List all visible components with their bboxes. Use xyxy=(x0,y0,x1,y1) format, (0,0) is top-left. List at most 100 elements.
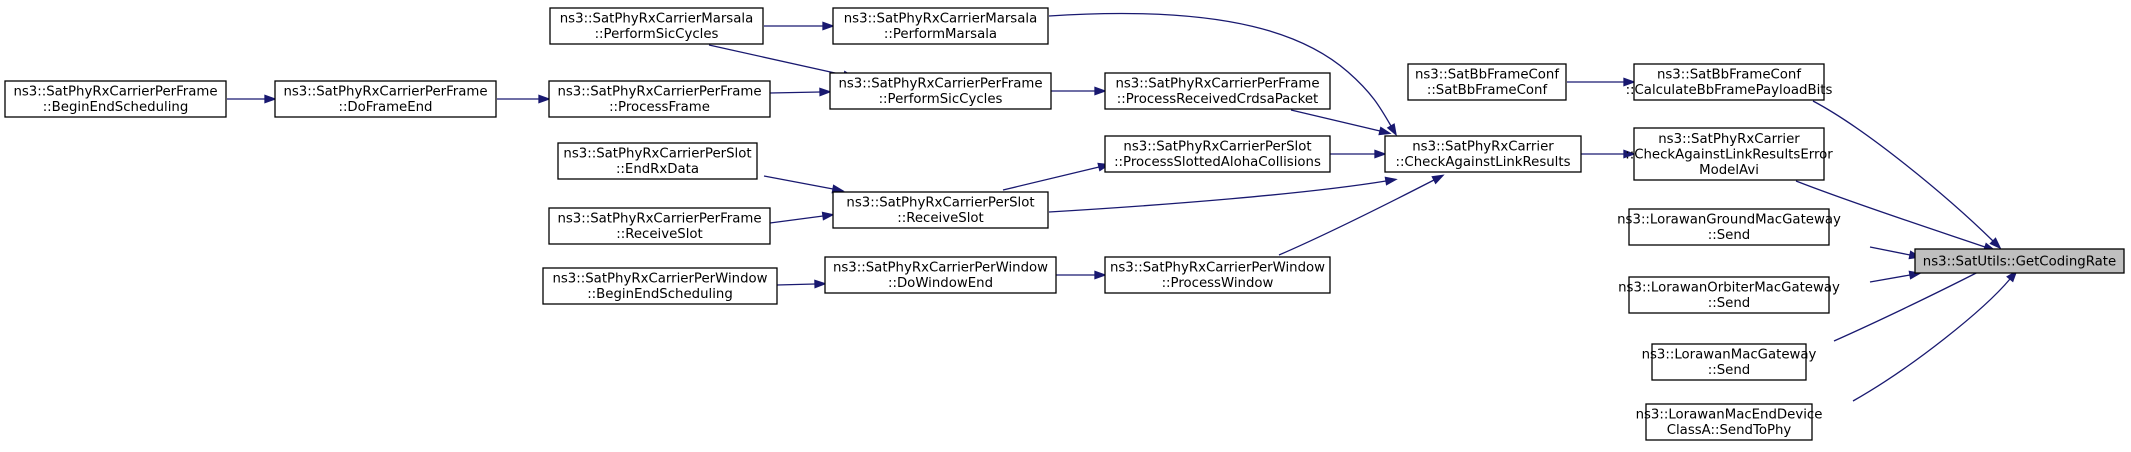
nodes-layer: ns3::SatUtils::GetCodingRate ns3::SatBbFr… xyxy=(4,7,2125,441)
edge-bbfc_calc-to-root xyxy=(1812,100,2002,250)
edge-frame_receive-to-slot_receive xyxy=(769,211,835,224)
edge-arrowhead xyxy=(538,94,551,104)
node-label-line: ns3::SatPhyRxCarrierPerWindow xyxy=(552,272,767,287)
node-label-line: ns3::SatPhyRxCarrierPerFrame xyxy=(1115,77,1319,92)
node-frame-begin[interactable]: ns3::SatPhyRxCarrierPerFrame::BeginEndSc… xyxy=(4,80,227,118)
node-marsala-sic[interactable]: ns3::SatPhyRxCarrierMarsala::PerformSicC… xyxy=(549,7,764,45)
node-window-doend[interactable]: ns3::SatPhyRxCarrierPerWindow::DoWindowE… xyxy=(824,256,1057,294)
node-box xyxy=(1633,127,1825,181)
node-window-begin[interactable]: ns3::SatPhyRxCarrierPerWindow::BeginEndS… xyxy=(542,267,778,305)
node-bbfc-ctor[interactable]: ns3::SatBbFrameConf::SatBbFrameConf xyxy=(1407,63,1567,101)
node-box xyxy=(1651,343,1807,381)
edge-arrowhead xyxy=(1623,149,1636,159)
node-label-line: ::ProcessSlottedAlohaCollisions xyxy=(1114,155,1321,170)
edge-carrier_check-to-carrier_check_avi xyxy=(1581,149,1636,159)
node-label-line: ::ProcessWindow xyxy=(1162,276,1274,291)
edge-arrowhead xyxy=(264,94,277,104)
edge-arrowhead xyxy=(1384,176,1398,186)
node-label-line: ns3::SatPhyRxCarrierPerFrame xyxy=(13,85,217,100)
node-label-line: ns3::SatPhyRxCarrierPerFrame xyxy=(283,85,487,100)
node-label-line: ns3::SatPhyRxCarrierPerFrame xyxy=(557,85,761,100)
edge-lora_orbiter_send-to-root xyxy=(1869,270,1922,283)
node-label-line: ns3::LorawanMacGateway xyxy=(1642,348,1817,363)
node-label-line: ns3::LorawanGroundMacGateway xyxy=(1617,213,1841,228)
node-label-line: ns3::SatPhyRxCarrierPerWindow xyxy=(1110,261,1325,276)
node-label-line: ::ProcessReceivedCrdsaPacket xyxy=(1117,92,1318,107)
node-label-line: ::CheckAgainstLinkResultsError xyxy=(1625,147,1833,162)
node-box xyxy=(4,80,227,118)
node-lora-orbiter-send[interactable]: ns3::LorawanOrbiterMacGateway::Send xyxy=(1618,276,1840,314)
edge-line xyxy=(1278,179,1435,256)
edge-bbfc_ctor-to-bbfc_calc xyxy=(1567,77,1636,87)
node-label-line: ns3::SatBbFrameConf xyxy=(1657,68,1801,83)
edge-arrowhead xyxy=(1094,270,1107,280)
node-label-line: ::ReceiveSlot xyxy=(897,211,984,226)
edge-line xyxy=(1048,180,1387,213)
edge-line xyxy=(1048,12,1392,127)
node-frame-sic[interactable]: ns3::SatPhyRxCarrierPerFrame::PerformSic… xyxy=(829,72,1052,110)
edge-arrowhead xyxy=(1431,174,1445,185)
node-window-process[interactable]: ns3::SatPhyRxCarrierPerWindow::ProcessWi… xyxy=(1104,256,1331,294)
node-label-line: ns3::SatPhyRxCarrierPerSlot xyxy=(846,196,1034,211)
node-frame-doend[interactable]: ns3::SatPhyRxCarrierPerFrame::DoFrameEnd xyxy=(274,80,497,118)
edge-window_process-to-carrier_check xyxy=(1278,174,1445,256)
node-label-line: ::Send xyxy=(1708,228,1750,243)
edge-line xyxy=(1869,274,1911,283)
edge-arrowhead xyxy=(1623,77,1636,87)
edge-window_doend-to-window_process xyxy=(1056,270,1107,280)
node-label-line: ns3::LorawanMacEndDevice xyxy=(1636,408,1823,423)
node-frame-process[interactable]: ns3::SatPhyRxCarrierPerFrame::ProcessFra… xyxy=(548,80,771,118)
node-box xyxy=(829,72,1052,110)
node-label-line: ns3::SatBbFrameConf xyxy=(1415,68,1559,83)
node-carrier-check[interactable]: ns3::SatPhyRxCarrier::CheckAgainstLinkRe… xyxy=(1384,135,1582,173)
node-label-line: ns3::SatPhyRxCarrierPerFrame xyxy=(557,212,761,227)
node-lora-enddev[interactable]: ns3::LorawanMacEndDeviceClassA::SendToPh… xyxy=(1636,403,1823,441)
node-marsala-perform[interactable]: ns3::SatPhyRxCarrierMarsala::PerformMars… xyxy=(832,7,1049,45)
node-root[interactable]: ns3::SatUtils::GetCodingRate xyxy=(1914,248,2125,274)
node-label-line: ns3::SatPhyRxCarrier xyxy=(1658,132,1800,147)
edge-frame_doend-to-frame_process xyxy=(497,94,551,104)
edge-line xyxy=(769,215,824,224)
node-label-line: ns3::SatPhyRxCarrierMarsala xyxy=(844,12,1037,27)
node-label-line: ns3::SatPhyRxCarrierMarsala xyxy=(560,12,753,27)
node-frame-receive[interactable]: ns3::SatPhyRxCarrierPerFrame::ReceiveSlo… xyxy=(548,207,771,245)
edge-line xyxy=(776,283,816,286)
edge-arrowhead xyxy=(819,87,832,97)
node-box xyxy=(548,80,771,118)
node-label-line: ns3::LorawanOrbiterMacGateway xyxy=(1618,281,1840,296)
node-label-line: ::Send xyxy=(1708,296,1750,311)
edge-frame_crdsa-to-carrier_check xyxy=(1290,109,1392,136)
node-slot-aloha[interactable]: ns3::SatPhyRxCarrierPerSlot::ProcessSlot… xyxy=(1104,135,1331,173)
edge-window_begin-to-window_doend xyxy=(776,279,827,289)
node-box xyxy=(1104,256,1331,294)
node-label-line: ns3::SatPhyRxCarrierPerSlot xyxy=(1123,140,1311,155)
edge-arrowhead xyxy=(1374,149,1387,159)
edge-arrowhead xyxy=(821,211,835,221)
node-box xyxy=(1104,135,1331,173)
node-box xyxy=(1104,72,1331,110)
node-label-line: ns3::SatPhyRxCarrier xyxy=(1412,140,1554,155)
edge-line xyxy=(1852,278,2011,402)
edge-arrowhead xyxy=(1386,123,1397,137)
edge-marsala_perform-to-carrier_check xyxy=(1048,12,1397,137)
edge-frame_process-to-frame_sic xyxy=(769,87,832,97)
node-box xyxy=(832,7,1049,45)
node-box xyxy=(1628,276,1830,314)
edge-line xyxy=(769,91,821,94)
node-carrier-check-avi[interactable]: ns3::SatPhyRxCarrier::CheckAgainstLinkRe… xyxy=(1625,127,1833,181)
edge-arrowhead xyxy=(1989,237,2002,250)
node-box xyxy=(1407,63,1567,101)
node-slot-endrx[interactable]: ns3::SatPhyRxCarrierPerSlot::EndRxData xyxy=(557,142,758,180)
node-bbfc-calc[interactable]: ns3::SatBbFrameConf::CalculateBbFramePay… xyxy=(1626,63,1833,101)
node-box xyxy=(1633,63,1825,101)
node-label-line: ModelAvi xyxy=(1699,163,1759,178)
edge-line xyxy=(763,175,834,190)
node-box xyxy=(1645,403,1813,441)
node-frame-crdsa[interactable]: ns3::SatPhyRxCarrierPerFrame::ProcessRec… xyxy=(1104,72,1331,110)
node-slot-receive[interactable]: ns3::SatPhyRxCarrierPerSlot::ReceiveSlot xyxy=(832,191,1049,229)
edge-slot_receive-to-carrier_check xyxy=(1048,176,1398,213)
node-lora-gw-send[interactable]: ns3::LorawanMacGateway::Send xyxy=(1642,343,1817,381)
node-lora-ground-send[interactable]: ns3::LorawanGroundMacGateway::Send xyxy=(1617,208,1841,246)
edge-lora_enddev-to-root xyxy=(1852,269,2018,402)
